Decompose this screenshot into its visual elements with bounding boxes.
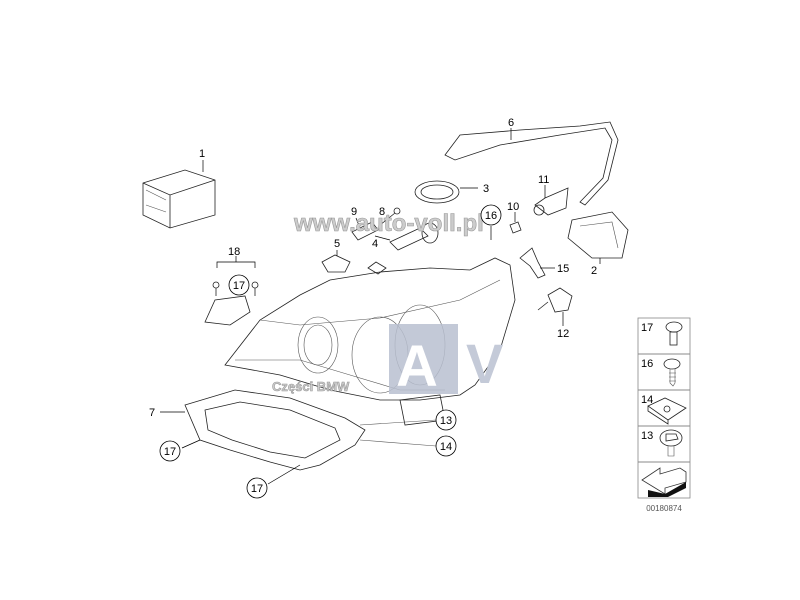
svg-text:13: 13	[440, 415, 452, 427]
fastener-legend: 17 16 14 13	[637, 317, 691, 499]
circled-callout-17[interactable]: 17	[246, 477, 268, 499]
callout-2[interactable]: 2	[591, 265, 597, 277]
collar-screw-icon	[659, 429, 683, 457]
direction-arrow-icon	[641, 467, 687, 497]
part-12-bulb-holder[interactable]	[537, 287, 573, 326]
part-3-ring[interactable]	[414, 180, 478, 204]
circled-callout-16[interactable]: 16	[480, 204, 502, 226]
part-2-cover-cap[interactable]	[567, 211, 629, 264]
svg-text:17: 17	[233, 280, 245, 292]
leader-17a	[181, 439, 201, 449]
part-15-bracket[interactable]	[519, 247, 555, 279]
callout-18[interactable]: 18	[228, 246, 240, 258]
part-5b-cap	[367, 261, 387, 275]
callout-4[interactable]: 4	[372, 238, 378, 250]
callout-11[interactable]: 11	[538, 174, 549, 186]
callout-12[interactable]: 12	[557, 328, 569, 340]
callout-10[interactable]: 10	[507, 201, 519, 213]
part-4-xenon-bulb[interactable]	[374, 222, 439, 251]
part-5-cap[interactable]	[321, 250, 351, 273]
callout-7[interactable]: 7	[149, 407, 155, 419]
part-10-bulb[interactable]	[509, 212, 522, 234]
callout-3[interactable]: 3	[483, 183, 489, 195]
svg-text:14: 14	[440, 441, 452, 453]
svg-text:17: 17	[164, 446, 176, 458]
circled-callout-17[interactable]: 17	[228, 274, 250, 296]
svg-text:13: 13	[641, 430, 653, 442]
legend-item-13[interactable]: 13	[641, 429, 683, 457]
screw-icon	[665, 321, 683, 346]
callout-1[interactable]: 1	[199, 148, 205, 160]
watermark-logo-a: A	[396, 334, 438, 399]
leader-13-14	[359, 419, 437, 447]
part-7-support-frame[interactable]	[160, 389, 366, 471]
callout-15[interactable]: 15	[557, 263, 569, 275]
svg-text:17: 17	[641, 322, 653, 334]
callout-9[interactable]: 9	[351, 206, 357, 218]
drawing-number: 00180874	[646, 504, 682, 513]
legend-item-16[interactable]: 16	[641, 358, 681, 387]
svg-text:16: 16	[485, 210, 497, 222]
circled-callout-13[interactable]: 13	[435, 409, 457, 431]
legend-item-14[interactable]: 14	[641, 394, 687, 425]
svg-text:16: 16	[641, 358, 653, 370]
watermark-logo-v: V	[466, 332, 503, 395]
clip-nut-icon	[647, 397, 687, 425]
part-1-box[interactable]	[142, 160, 216, 229]
part-8-bulb[interactable]	[379, 207, 401, 226]
svg-text:14: 14	[641, 394, 653, 406]
part-11-bulb-socket[interactable]	[533, 185, 569, 216]
svg-text:17: 17	[251, 483, 263, 495]
watermark-url: www.auto-voll.pl	[293, 210, 484, 237]
callout-5[interactable]: 5	[334, 238, 340, 250]
part-18-bracket[interactable]	[204, 256, 259, 326]
circled-callout-17[interactable]: 17	[159, 440, 181, 462]
self-tapping-screw-icon	[663, 358, 681, 387]
watermark-logo-box	[389, 324, 458, 394]
callout-6[interactable]: 6	[508, 117, 514, 129]
part-6-seal[interactable]	[444, 121, 619, 206]
legend-item-17[interactable]: 17	[641, 321, 683, 346]
leader-17b	[267, 464, 301, 485]
watermark-brand: Części BMW	[272, 379, 350, 394]
part-9-bulb[interactable]	[351, 217, 379, 241]
callout-8[interactable]: 8	[379, 206, 385, 218]
circled-callout-14[interactable]: 14	[435, 435, 457, 457]
